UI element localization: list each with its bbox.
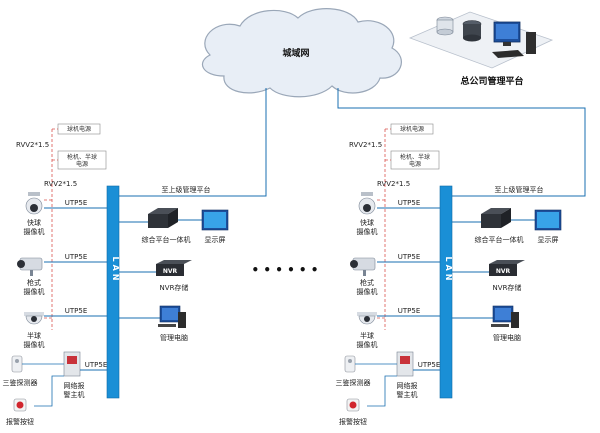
triple-detector-icon [11, 355, 23, 373]
power-cable-red [377, 128, 391, 330]
rvv-label-mid: RVV2*1.5 [44, 180, 77, 188]
branch-left: 球机电源 枪机、半球 电源 RVV2*1.5 RVV2*1.5 LAN 至上级管… [3, 123, 229, 426]
database-icon [462, 20, 482, 42]
lan-bus [106, 185, 120, 399]
lan-bus [439, 185, 453, 399]
speed-dome-label-2: 摄像机 [24, 227, 45, 236]
dome-camera-label-2: 摄像机 [24, 340, 45, 349]
management-pc-label: 管理电脑 [493, 333, 521, 342]
gun-camera-label-1: 枪式 [27, 278, 41, 287]
speed-dome-label-1: 快球 [27, 218, 41, 227]
utp-label-2: UTP5E [398, 253, 421, 261]
nvr-icon: NVR [156, 260, 192, 276]
hq-label: 总公司管理平台 [460, 75, 523, 87]
uplink-right [337, 88, 586, 197]
rvv-label-top: RVV2*1.5 [349, 141, 382, 149]
alarm-host-label-1: 网络报 [64, 381, 85, 390]
speed-dome-camera-icon [358, 192, 376, 215]
rvv-label-mid: RVV2*1.5 [377, 180, 410, 188]
to-upper-label: 至上级管理平台 [162, 185, 211, 194]
branch-right: 球机电源 枪机、半球 电源 RVV2*1.5 RVV2*1.5 LAN 至上级管… [336, 123, 562, 426]
detector-label: 三鉴探测器 [3, 378, 38, 387]
alarm-host-icon [63, 351, 81, 377]
panic-button-label: 报警按钮 [339, 417, 367, 426]
integrated-platform-icon [481, 208, 511, 228]
lan-label: LAN [444, 257, 453, 284]
speed-dome-camera-icon [25, 192, 43, 215]
gun-camera-label-1: 枪式 [360, 278, 374, 287]
alarm-host-icon [396, 351, 414, 377]
integrated-label: 综合平台一体机 [475, 235, 524, 244]
nvr-badge: NVR [163, 268, 178, 275]
gun-dome-power-label-1: 枪机、半球 [67, 153, 97, 161]
nvr-label: NVR存储 [160, 283, 189, 292]
utp-label-4: UTP5E [418, 361, 441, 369]
gun-dome-power-label-2: 电源 [409, 160, 421, 168]
utp-label-1: UTP5E [65, 199, 88, 207]
utp-label-2: UTP5E [65, 253, 88, 261]
integrated-label: 综合平台一体机 [142, 235, 191, 244]
dome-camera-icon [24, 312, 44, 325]
metro-network-cloud: 城域网 [201, 8, 402, 98]
to-upper-label: 至上级管理平台 [495, 185, 544, 194]
workstation-icon [492, 21, 536, 58]
display-icon [201, 209, 229, 231]
utp-label-3: UTP5E [65, 307, 88, 315]
management-pc-label: 管理电脑 [160, 333, 188, 342]
nvr-label: NVR存储 [493, 283, 522, 292]
alarm-host-label-2: 警主机 [397, 390, 418, 399]
nvr-icon: NVR [489, 260, 525, 276]
nvr-badge: NVR [496, 268, 511, 275]
gun-camera-icon [17, 257, 43, 276]
server-icon [436, 16, 454, 36]
management-pc-icon [158, 305, 186, 328]
alarm-host-label-2: 警主机 [64, 390, 85, 399]
triple-detector-icon [344, 355, 356, 373]
gun-camera-icon [350, 257, 376, 276]
integrated-platform-icon [148, 208, 178, 228]
gun-dome-power-label-1: 枪机、半球 [400, 153, 430, 161]
gun-camera-label-2: 摄像机 [24, 287, 45, 296]
ball-power-label: 球机电源 [67, 125, 91, 133]
speed-dome-label-1: 快球 [360, 218, 374, 227]
utp-label-4: UTP5E [85, 361, 108, 369]
display-label: 显示屏 [205, 236, 226, 244]
hq-platform: 总公司管理平台 [408, 11, 554, 87]
power-cable-red [44, 128, 58, 330]
uplink-left [107, 88, 267, 197]
display-label: 显示屏 [538, 236, 559, 244]
detector-label: 三鉴探测器 [336, 378, 371, 387]
gun-camera-label-2: 摄像机 [357, 287, 378, 296]
cloud-label: 城域网 [282, 47, 309, 59]
gun-dome-power-label-2: 电源 [76, 160, 88, 168]
panic-button-icon [13, 398, 27, 412]
dome-camera-label-1: 半球 [360, 331, 374, 340]
utp-label-1: UTP5E [398, 199, 421, 207]
utp-label-3: UTP5E [398, 307, 421, 315]
ball-power-label: 球机电源 [400, 125, 424, 133]
rvv-label-top: RVV2*1.5 [16, 141, 49, 149]
lan-label: LAN [111, 257, 120, 284]
alarm-host-label-1: 网络报 [397, 381, 418, 390]
speed-dome-label-2: 摄像机 [357, 227, 378, 236]
display-icon [534, 209, 562, 231]
management-pc-icon [491, 305, 519, 328]
panic-button-label: 报警按钮 [6, 417, 34, 426]
dome-camera-icon [357, 312, 377, 325]
ellipsis: • • • • • • [252, 263, 319, 277]
dome-camera-label-2: 摄像机 [357, 340, 378, 349]
panic-button-icon [346, 398, 360, 412]
dome-camera-label-1: 半球 [27, 331, 41, 340]
